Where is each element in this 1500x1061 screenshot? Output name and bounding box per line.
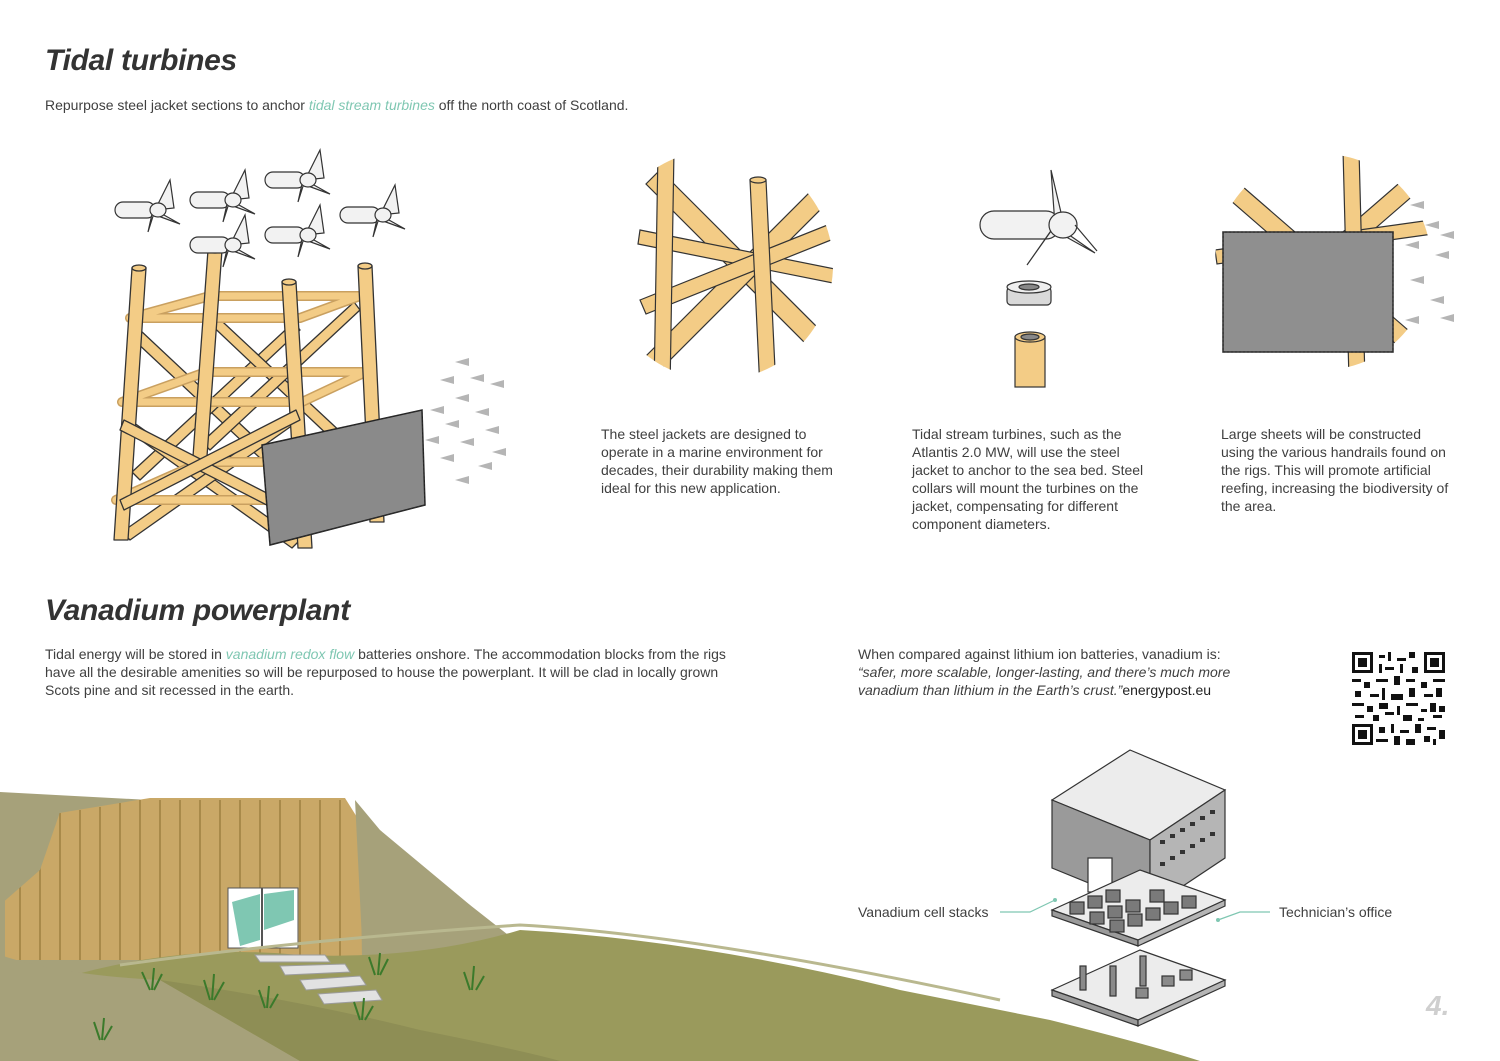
battery-building-exploded-illustration bbox=[1050, 749, 1227, 1027]
fish-icon-group bbox=[1405, 201, 1454, 324]
intro-text-end: batteries onshore. The accommodation blo… bbox=[45, 646, 726, 698]
intro-text: Tidal energy will be stored in bbox=[45, 646, 226, 662]
intro-text: Repurpose steel jacket sections to ancho… bbox=[45, 97, 309, 113]
section-title-tidal-turbines: Tidal turbines bbox=[45, 44, 237, 77]
intro-highlight-link[interactable]: vanadium redox flow bbox=[225, 646, 355, 662]
qr-code[interactable] bbox=[1352, 652, 1445, 745]
caption-turbines: Tidal stream turbines, such as the Atlan… bbox=[912, 426, 1144, 532]
page-number: 4. bbox=[1426, 990, 1450, 1021]
label-technicians-office: Technician’s office bbox=[1279, 904, 1393, 920]
quote-source-link[interactable]: energypost.eu bbox=[1122, 682, 1212, 698]
jacket-detail-illustration bbox=[637, 150, 833, 380]
fish-school-icon bbox=[425, 358, 506, 484]
entrance-door bbox=[227, 887, 299, 949]
reef-sheet-detail-illustration bbox=[1215, 154, 1454, 370]
section-intro-vanadium: Tidal energy will be stored in vanadium … bbox=[45, 645, 755, 699]
section-intro-tidal: Repurpose steel jacket sections to ancho… bbox=[45, 96, 628, 114]
quote-intro: When compared against lithium ion batter… bbox=[858, 646, 1221, 662]
caption-steel-jackets: The steel jackets are designed to operat… bbox=[601, 426, 833, 496]
intro-text-end: off the north coast of Scotland. bbox=[434, 97, 629, 113]
section-title-vanadium: Vanadium powerplant bbox=[45, 594, 350, 627]
intro-highlight-link[interactable]: tidal stream turbines bbox=[308, 97, 435, 113]
label-vanadium-cell-stacks: Vanadium cell stacks bbox=[858, 904, 989, 920]
reef-sheet-mesh bbox=[261, 409, 426, 546]
caption-reef-sheets: Large sheets will be constructed using t… bbox=[1221, 426, 1449, 514]
turbine-collar-illustration bbox=[979, 169, 1098, 388]
vanadium-quote-block: When compared against lithium ion batter… bbox=[858, 645, 1268, 699]
quote-text: “safer, more scalable, longer-lasting, a… bbox=[858, 664, 1231, 698]
